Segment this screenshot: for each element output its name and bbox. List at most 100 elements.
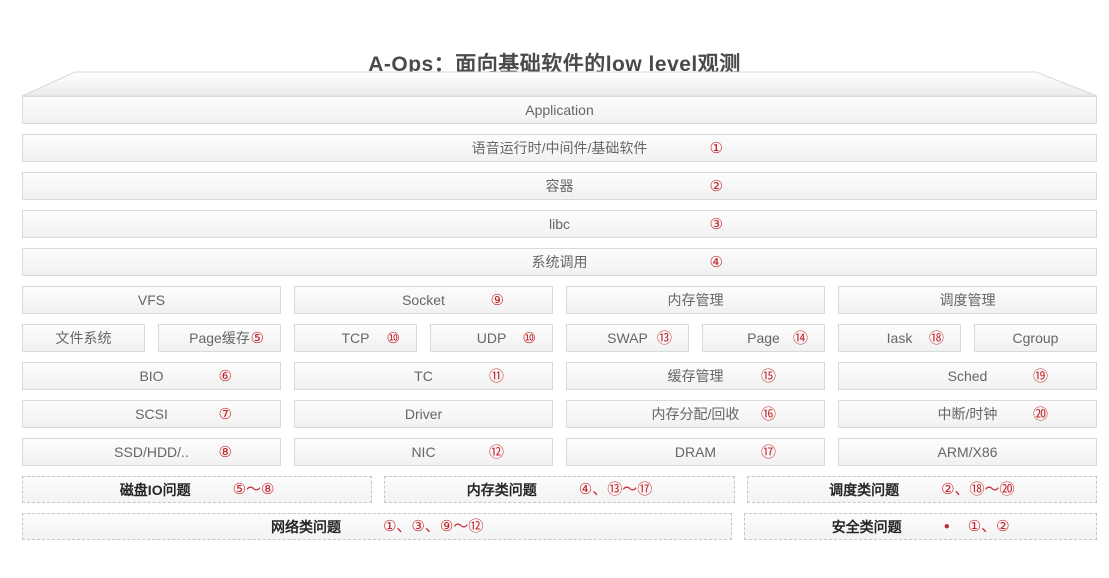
problem-numbers: ①、② <box>967 518 1010 535</box>
diagram-content: Application 语音运行时/中间件/基础软件 ① 容器 ② libc ③… <box>22 96 1097 540</box>
cell-label: 调度管理 <box>939 292 996 308</box>
problem-numbers: ①、③、⑨～⑫ <box>382 518 484 535</box>
problem-box-security: 安全类问题 ● ①、② <box>744 513 1097 540</box>
grid-cell-task: Iask ⑱ <box>838 324 961 352</box>
cell-label: 内存分配/回收 <box>651 406 740 422</box>
red-bullet-icon: ● <box>943 520 950 532</box>
cell-number: ⑱ <box>928 329 944 347</box>
grid-cell-memory-mgmt: 内存管理 <box>566 286 825 314</box>
cell-label: SSD/HDD/.. <box>114 444 189 460</box>
grid-cell-driver: Driver <box>294 400 553 428</box>
layer-syscall: 系统调用 ④ <box>22 248 1097 276</box>
subsystem-grid: VFS 文件系统 Page缓存 ⑤ BIO <box>22 286 1097 466</box>
problem-row-1: 磁盘IO问题 ⑤～⑧ 内存类问题 ④、⑬～⑰ 调度类问题 ②、⑱～⑳ <box>22 476 1097 503</box>
cell-number: ⑩ <box>386 329 400 347</box>
column-memory: 内存管理 SWAP ⑬ Page ⑭ 缓存管理 <box>566 286 825 466</box>
layer-number: ① <box>709 139 723 157</box>
cell-number: ⑮ <box>760 367 776 385</box>
cell-number: ⑳ <box>1032 405 1048 423</box>
grid-cell-interrupt-clock: 中断/时钟 ⑳ <box>838 400 1097 428</box>
layer-label: 语音运行时/中间件/基础软件 <box>471 140 648 156</box>
layer-application: Application <box>22 96 1097 124</box>
problem-label: 安全类问题 <box>831 518 902 535</box>
layer-container: 容器 ② <box>22 172 1097 200</box>
cell-number: ⑫ <box>488 443 504 461</box>
cell-number: ⑬ <box>656 329 672 347</box>
grid-cell-page: Page ⑭ <box>702 324 825 352</box>
cell-label: Sched <box>947 368 988 384</box>
cell-label: Cgroup <box>1012 330 1059 346</box>
cell-number: ⑤ <box>250 329 264 347</box>
grid-cell-mem-alloc: 内存分配/回收 ⑯ <box>566 400 825 428</box>
grid-cell-bio: BIO ⑥ <box>22 362 281 390</box>
grid-cell-dram: DRAM ⑰ <box>566 438 825 466</box>
cell-label: TCP <box>341 330 370 346</box>
cell-label: Socket <box>402 292 445 308</box>
cell-label: Page <box>747 330 780 346</box>
column-network: Socket ⑨ TCP ⑩ UDP ⑩ TC <box>294 286 553 466</box>
problem-label: 磁盘IO问题 <box>119 481 191 498</box>
problem-row-2: 网络类问题 ①、③、⑨～⑫ 安全类问题 ● ①、② <box>22 513 1097 540</box>
grid-cell-scsi: SCSI ⑦ <box>22 400 281 428</box>
layer-runtime-middleware: 语音运行时/中间件/基础软件 ① <box>22 134 1097 162</box>
grid-cell-cgroup: Cgroup <box>974 324 1097 352</box>
cell-number: ⑨ <box>490 291 504 309</box>
cell-label: SWAP <box>607 330 648 346</box>
grid-cell-vfs: VFS <box>22 286 281 314</box>
cell-label: 内存管理 <box>667 292 724 308</box>
grid-cell-filesystem: 文件系统 <box>22 324 145 352</box>
cell-label: Page缓存 <box>189 330 250 346</box>
column-disk-io: VFS 文件系统 Page缓存 ⑤ BIO <box>22 286 281 466</box>
column-sched: 调度管理 Iask ⑱ Cgroup Sched <box>838 286 1097 466</box>
layer-number: ③ <box>709 215 723 233</box>
layer-libc: libc ③ <box>22 210 1097 238</box>
cell-label: BIO <box>139 368 164 384</box>
problem-box-sched: 调度类问题 ②、⑱～⑳ <box>746 476 1097 503</box>
cell-label: DRAM <box>674 444 717 460</box>
cell-number: ⑭ <box>792 329 808 347</box>
grid-cell-swap: SWAP ⑬ <box>566 324 689 352</box>
cell-label: 缓存管理 <box>667 368 724 384</box>
cell-number: ⑰ <box>760 443 776 461</box>
problem-numbers: ⑤～⑧ <box>232 481 275 498</box>
cell-label: 文件系统 <box>55 330 112 346</box>
problem-numbers: ④、⑬～⑰ <box>578 481 653 498</box>
grid-cell-tc: TC ⑪ <box>294 362 553 390</box>
cell-label: SCSI <box>135 406 168 422</box>
cell-number: ⑥ <box>218 367 232 385</box>
cell-label: Iask <box>886 330 913 346</box>
layer-label: libc <box>548 216 570 232</box>
grid-cell-ssd-hdd: SSD/HDD/.. ⑧ <box>22 438 281 466</box>
problem-box-disk-io: 磁盘IO问题 ⑤～⑧ <box>22 476 373 503</box>
problem-label: 内存类问题 <box>466 481 537 498</box>
problem-label: 网络类问题 <box>270 518 341 535</box>
cell-label: TC <box>414 368 433 384</box>
cell-label: VFS <box>137 292 166 308</box>
layer-label: 容器 <box>545 178 574 194</box>
grid-cell-arm-x86: ARM/X86 <box>838 438 1097 466</box>
cell-label: Driver <box>404 406 443 422</box>
problem-box-network: 网络类问题 ①、③、⑨～⑫ <box>22 513 733 540</box>
layer-label: 系统调用 <box>531 254 588 270</box>
grid-cell-sched: Sched ⑲ <box>838 362 1097 390</box>
layer-number: ② <box>709 177 723 195</box>
cell-number: ⑪ <box>488 367 504 385</box>
problem-label: 调度类问题 <box>829 481 900 498</box>
cell-label: NIC <box>411 444 436 460</box>
cell-label: ARM/X86 <box>937 444 998 460</box>
layer-number: ④ <box>709 253 723 271</box>
grid-cell-socket: Socket ⑨ <box>294 286 553 314</box>
cell-label: 中断/时钟 <box>937 406 998 422</box>
layer-label: Application <box>525 102 594 118</box>
3d-top-face <box>21 71 1098 97</box>
cell-label: UDP <box>476 330 507 346</box>
problem-box-memory: 内存类问题 ④、⑬～⑰ <box>384 476 735 503</box>
problem-numbers: ②、⑱～⑳ <box>941 481 1015 498</box>
page-title: A-Ops：面向基础软件的low level观测 <box>368 53 741 76</box>
grid-cell-nic: NIC ⑫ <box>294 438 553 466</box>
grid-cell-page-cache: Page缓存 ⑤ <box>158 324 281 352</box>
grid-cell-tcp: TCP ⑩ <box>294 324 417 352</box>
grid-cell-sched-mgmt: 调度管理 <box>838 286 1097 314</box>
grid-cell-udp: UDP ⑩ <box>430 324 553 352</box>
